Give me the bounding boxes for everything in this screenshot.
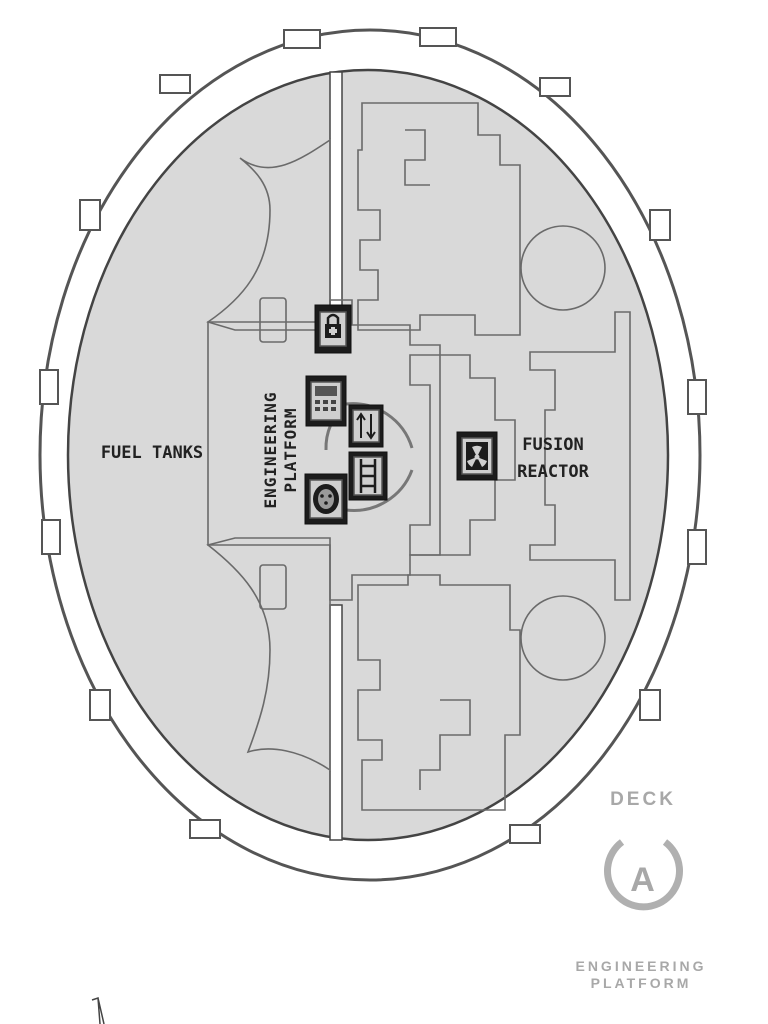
svg-text:ENGINEERING: ENGINEERING (261, 392, 280, 509)
small-alcove-bottom (259, 564, 287, 610)
medical-lock-icon[interactable] (314, 304, 352, 354)
svg-text:FUSION: FUSION (522, 435, 583, 455)
lower-compartment-inner (419, 699, 471, 790)
corridor-top (329, 71, 343, 323)
hull-notches (39, 27, 707, 844)
svg-text:REACTOR: REACTOR (517, 462, 589, 482)
radiation-icon[interactable] (456, 431, 498, 481)
edge-fragment (91, 996, 105, 1024)
upper-tank (520, 225, 606, 311)
fuel-tanks-label: FUEL TANKS (101, 443, 203, 463)
reactor-compartment (409, 354, 516, 556)
deck-badge-ring (604, 839, 683, 911)
fuel-tank-bulkhead-lower (206, 537, 331, 772)
upper-compartment (357, 102, 521, 336)
power-node-icon[interactable] (304, 473, 348, 525)
deck-badge-subtitle-1: ENGINEERING (575, 958, 706, 974)
computer-terminal-icon[interactable] (305, 375, 347, 427)
small-alcove-top (259, 297, 287, 343)
lift-arrows-icon[interactable] (348, 404, 384, 448)
corridor-bottom (329, 604, 343, 841)
fuel-tank-bulkhead (206, 138, 331, 331)
deck-badge-subtitle-2: PLATFORM (591, 975, 692, 991)
reactor-wing (529, 311, 631, 601)
deck-badge-letter: A (630, 861, 658, 899)
fusion-reactor-label: FUSION REACTOR (517, 435, 589, 482)
svg-text:PLATFORM: PLATFORM (281, 407, 300, 492)
ladder-icon[interactable] (348, 451, 388, 501)
lower-compartment (357, 574, 521, 811)
engineering-platform-label: ENGINEERING PLATFORM (261, 392, 300, 509)
deck-badge: DECK A ENGINEERING PLATFORM (575, 789, 706, 991)
lower-tank (520, 595, 606, 681)
deck-badge-title: DECK (610, 789, 676, 810)
upper-compartment-inner (404, 129, 430, 186)
